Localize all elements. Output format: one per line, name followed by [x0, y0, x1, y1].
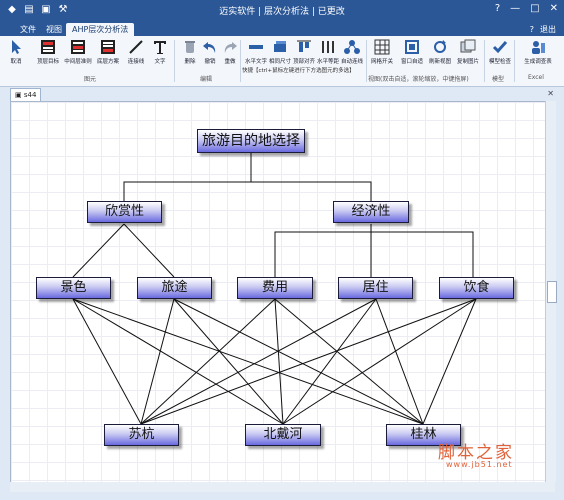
- align-top-button[interactable]: 顶部对齐: [292, 39, 316, 65]
- text-icon: [154, 41, 166, 54]
- criterion-node-appreciation[interactable]: 欣赏性: [87, 201, 162, 223]
- ribbon: 取消 顶层目标 中间层准则 底层方案 连接线 文字 删除: [0, 36, 564, 87]
- subcriterion-node-cost[interactable]: 费用: [237, 277, 313, 299]
- close-button[interactable]: ✕: [549, 3, 558, 14]
- subcriterion-node-lodging[interactable]: 居住: [338, 277, 413, 299]
- grid-icon: [374, 39, 390, 55]
- link-economy-food: [371, 231, 474, 277]
- ribbon-separator: [514, 40, 515, 82]
- auto-connect-icon: [344, 40, 360, 54]
- watermark-brand: 脚本之家: [438, 443, 514, 463]
- fit-window-button[interactable]: 窗口自适: [400, 39, 424, 65]
- window-controls: ? — □ ✕: [495, 3, 558, 14]
- group-label-model: 模型: [492, 76, 505, 83]
- cancel-button[interactable]: 取消: [4, 39, 28, 65]
- text-button[interactable]: 文字: [148, 39, 172, 65]
- close-document-icon[interactable]: ✕: [547, 89, 554, 98]
- top-goal-button[interactable]: 顶层目标: [36, 39, 60, 65]
- same-size-button[interactable]: 相同尺寸: [268, 39, 292, 65]
- tab-file[interactable]: 文件: [20, 25, 36, 34]
- ribbon-separator: [174, 40, 175, 82]
- group-label-elements: 图元: [84, 76, 97, 83]
- horizontal-scrollbar[interactable]: [10, 482, 555, 492]
- link-goal-criterion-1: [123, 152, 252, 202]
- alternative-node-suhang[interactable]: 苏杭: [104, 424, 179, 446]
- ribbon-tabs: 文件 视图 AHP层次分析法 ? 退出: [0, 22, 564, 36]
- refresh-view-button[interactable]: 刷新视图: [428, 39, 452, 65]
- vertical-scrollbar[interactable]: [545, 101, 557, 482]
- redo-button[interactable]: 重做: [218, 39, 242, 65]
- document-tabs: ▣ s44 ✕: [0, 87, 564, 101]
- horizontal-text-icon: [249, 45, 263, 49]
- top-goal-icon: [41, 40, 55, 54]
- subcriterion-node-journey[interactable]: 旅途: [137, 277, 212, 299]
- same-size-icon: [274, 41, 286, 52]
- app-icon[interactable]: ◆: [8, 4, 16, 15]
- undo-button[interactable]: 撤销: [198, 39, 222, 65]
- undo-icon: [203, 42, 216, 53]
- delete-icon: [185, 41, 195, 53]
- tab-ahp[interactable]: AHP层次分析法: [66, 23, 135, 36]
- title-bar: ◆ ▤ ▣ ⚒ 迈实软件 | 层次分析法 | 已更改 ? — □ ✕: [0, 0, 564, 22]
- alternative-node-beidaihe[interactable]: 北戴河: [245, 424, 321, 446]
- criterion-node-economy[interactable]: 经济性: [333, 201, 409, 223]
- copy-image-icon: [460, 39, 476, 53]
- line-icon: [129, 40, 143, 54]
- alternative-button[interactable]: 底层方案: [96, 39, 120, 65]
- generate-survey-button[interactable]: 生成调查表: [524, 39, 552, 65]
- h-spacing-icon: [322, 41, 334, 53]
- connector-lines: [72, 152, 477, 425]
- goal-node[interactable]: 旅游目的地选择: [197, 129, 305, 153]
- open-icon[interactable]: ▤: [24, 4, 34, 15]
- subcriterion-node-scenery[interactable]: 景色: [36, 277, 111, 299]
- delete-button[interactable]: 删除: [178, 39, 202, 65]
- survey-icon: [532, 41, 545, 54]
- auto-connect-button[interactable]: 自动连线: [340, 39, 364, 65]
- subcriterion-node-food[interactable]: 饮食: [439, 277, 514, 299]
- group-label-view: 视图(双击自适，滚轮缩放，中键拖屏): [368, 76, 469, 83]
- watermark-site: www.jb51.net: [446, 460, 513, 469]
- alternative-node-guilin[interactable]: 桂林: [386, 424, 461, 446]
- window-title: 迈实软件 | 层次分析法 | 已更改: [219, 7, 345, 17]
- alternative-icon: [101, 40, 115, 54]
- ribbon-separator: [240, 40, 241, 82]
- help-icon[interactable]: ?: [529, 25, 534, 34]
- link-economy-cost: [274, 224, 372, 277]
- link-appreciation-journey: [123, 223, 175, 278]
- criteria-icon: [71, 40, 85, 54]
- check-icon: [492, 41, 508, 54]
- link-appreciation-scenery: [72, 223, 125, 278]
- refresh-icon: [434, 40, 446, 53]
- tools-icon[interactable]: ⚒: [58, 4, 68, 15]
- maximize-button[interactable]: □: [530, 3, 540, 14]
- model-check-button[interactable]: 模型检查: [488, 39, 512, 65]
- document-tab[interactable]: ▣ s44: [10, 88, 42, 101]
- save-icon[interactable]: ▣: [41, 4, 51, 15]
- copy-image-button[interactable]: 复制图片: [456, 39, 480, 65]
- shortcut-hint: 快捷【ctrl+鼠标左键进行下方选图元的多选】: [242, 68, 355, 74]
- diagram-canvas[interactable]: 旅游目的地选择 欣赏性 经济性 景色 旅途 费用 居住 饮食 苏杭 北戴河 桂林: [10, 101, 547, 484]
- grid-toggle-button[interactable]: 网格开关: [370, 39, 394, 65]
- links-sub-alternatives: [72, 298, 477, 425]
- tab-view[interactable]: 视图: [46, 25, 62, 34]
- exit-button[interactable]: 退出: [540, 25, 556, 34]
- minimize-button[interactable]: —: [510, 3, 521, 14]
- fit-window-icon: [405, 40, 419, 54]
- criteria-button[interactable]: 中间层准则: [64, 39, 92, 65]
- group-label-edit: 编辑: [200, 76, 213, 83]
- link-goal-criterion-2: [251, 181, 372, 202]
- group-label-excel: Excel: [528, 74, 544, 81]
- h-spacing-button[interactable]: 水平等距: [316, 39, 340, 65]
- quick-access-toolbar: ◆ ▤ ▣ ⚒: [6, 4, 69, 16]
- ribbon-separator: [366, 40, 367, 82]
- ribbon-separator: [484, 40, 485, 82]
- vertical-scroll-thumb[interactable]: [547, 281, 557, 303]
- help-button[interactable]: ?: [494, 3, 501, 14]
- redo-icon: [224, 42, 237, 53]
- horizontal-text-button[interactable]: 水平文字: [244, 39, 268, 65]
- connect-line-button[interactable]: 连接线: [124, 39, 148, 65]
- cursor-icon: [12, 40, 21, 54]
- align-top-icon: [297, 40, 311, 52]
